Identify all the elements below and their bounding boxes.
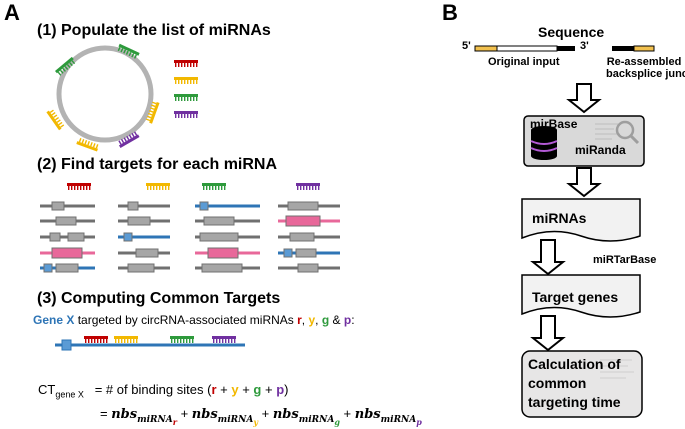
mirbase-label: mirBase — [530, 117, 578, 131]
legend-mirna-yellow — [174, 77, 198, 84]
mirnas-document — [521, 198, 641, 242]
genex-site-purple — [212, 336, 236, 343]
circle-mirna-green-1 — [55, 56, 76, 76]
miranda-label: miRanda — [575, 143, 626, 157]
track-c2-2 — [118, 216, 170, 226]
arrow-db-to-mirnas — [566, 167, 602, 198]
circle-mirna-green-2 — [117, 43, 140, 59]
track-c1-3 — [40, 232, 95, 242]
panel-b-label: B — [442, 0, 458, 25]
target-head-red — [67, 183, 91, 190]
arrow-mirnas-to-targets — [530, 239, 566, 276]
target-gene-tracks — [40, 201, 340, 273]
target-head-yellow — [146, 183, 170, 190]
circle-mirna-yellow-1 — [145, 101, 160, 124]
circle-mirna-purple-1 — [118, 131, 140, 148]
track-c1-5 — [40, 263, 95, 273]
track-c2-5 — [118, 263, 170, 273]
track-c1-2 — [40, 216, 95, 226]
legend-mirna-green — [174, 94, 198, 101]
genex-site-red — [84, 336, 108, 343]
circle-mirnas — [46, 43, 160, 152]
legend-mirna-red — [174, 60, 198, 67]
track-c4-1 — [278, 201, 340, 211]
flow-arrows — [530, 83, 602, 352]
step-1-heading: (1) Populate the list of miRNAs — [37, 22, 271, 39]
track-c4-5 — [278, 263, 340, 273]
track-c4-3 — [278, 232, 340, 242]
track-c3-2 — [195, 216, 260, 226]
track-c2-3 — [118, 232, 170, 242]
step-2-heading: (2) Find targets for each miRNA — [37, 156, 278, 173]
gene-x-label: Gene X — [33, 313, 75, 327]
circrna-circle — [56, 45, 154, 143]
magnifier-icon — [615, 120, 640, 145]
step-3-heading: (3) Computing Common Targets — [37, 290, 281, 307]
circle-mirna-yellow-3 — [46, 109, 65, 131]
genex-site-yellow — [114, 336, 138, 343]
legend-mirna-purple — [174, 111, 198, 118]
targeted-by-text: targeted by circRNA-associated miRNAs — [77, 313, 294, 327]
five-prime-label: 5' — [462, 40, 471, 52]
original-input-label: Original input — [488, 56, 560, 68]
track-c4-4 — [278, 248, 340, 258]
track-c1-1 — [40, 201, 95, 211]
ct-formula-line2: = nbsmiRNAr + nbsmiRNAy + nbsmiRNAg + nb… — [100, 406, 422, 427]
mirbase-miranda-box — [523, 115, 645, 167]
track-c1-4 — [40, 247, 95, 259]
ct-formula-line1: CTgene X = # of binding sites (r + y + g… — [38, 382, 289, 400]
track-c2-1 — [118, 201, 170, 211]
track-c3-3 — [195, 232, 260, 242]
track-c3-5 — [195, 263, 260, 273]
arrow-targets-to-calc — [530, 315, 566, 352]
mirtarbase-label: miRTarBase — [593, 254, 657, 266]
database-icon — [530, 126, 558, 160]
track-c4-2 — [278, 215, 340, 227]
panel-a-label: A — [4, 0, 20, 25]
three-prime-label: 3' — [580, 40, 589, 52]
target-mirna-heads — [67, 183, 320, 190]
target-head-green — [202, 183, 226, 190]
circle-mirna-yellow-2 — [76, 137, 99, 152]
original-input-sequence — [474, 45, 575, 52]
gene-x-binding-sites — [84, 336, 236, 343]
mirnas-label: miRNAs — [532, 210, 587, 226]
reassembled-label: Re-assembled backsplice junction — [606, 56, 685, 80]
calculation-label: Calculation of common targeting time — [528, 356, 621, 410]
mirna-legend — [174, 60, 198, 118]
backsplice-sequence — [612, 45, 655, 52]
target-genes-document — [521, 274, 641, 318]
track-c3-4 — [195, 247, 260, 259]
track-c2-4 — [118, 248, 170, 258]
sequence-title: Sequence — [538, 24, 605, 40]
gene-x-sentence: Gene X targeted by circRNA-associated mi… — [33, 313, 355, 327]
genex-site-green — [170, 336, 194, 343]
calculation-box — [521, 350, 643, 418]
target-genes-label: Target genes — [532, 289, 619, 305]
track-c3-1 — [195, 201, 260, 211]
target-head-purple — [296, 183, 320, 190]
arrow-sequence-to-db — [566, 83, 602, 114]
gene-x-line — [55, 339, 245, 351]
